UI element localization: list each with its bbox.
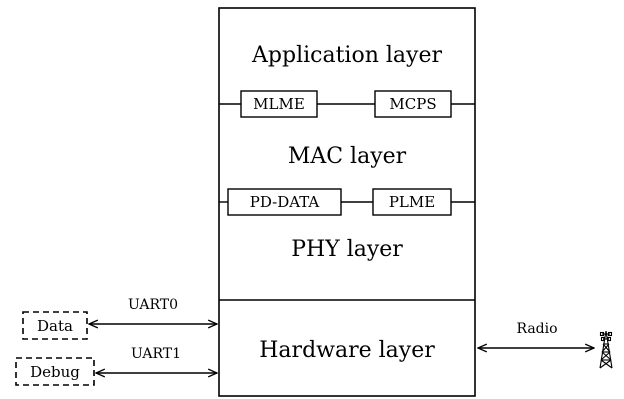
uart0-label: UART0 [128,297,178,313]
data-node: Data [22,311,88,340]
radio-tower-icon [599,330,613,369]
pd-data-label: PD-DATA [250,193,320,211]
radio-link: Radio [478,321,594,348]
uart1-link: UART1 [96,346,217,373]
plme-label: PLME [389,193,435,211]
pd-data-box [227,188,342,216]
uart0-link: UART0 [89,297,217,324]
debug-node: Debug [15,357,95,386]
phy-sap-row: PD-DATA PLME [219,188,475,216]
debug-label: Debug [30,363,80,381]
mcps-box [374,90,452,118]
uart1-label: UART1 [131,346,181,362]
mac-sap-row: MLME MCPS [219,90,475,118]
data-label: Data [37,317,73,335]
hardware-layer-label: Hardware layer [259,338,435,363]
debug-box [15,357,95,386]
plme-box [372,188,452,216]
mlme-box [240,90,318,118]
mcps-label: MCPS [389,95,436,113]
radio-label: Radio [516,321,557,337]
mac-layer-label: MAC layer [288,144,407,169]
application-layer-label: Application layer [251,43,442,68]
mlme-label: MLME [253,95,305,113]
phy-layer-label: PHY layer [291,237,403,262]
data-box [22,311,88,340]
